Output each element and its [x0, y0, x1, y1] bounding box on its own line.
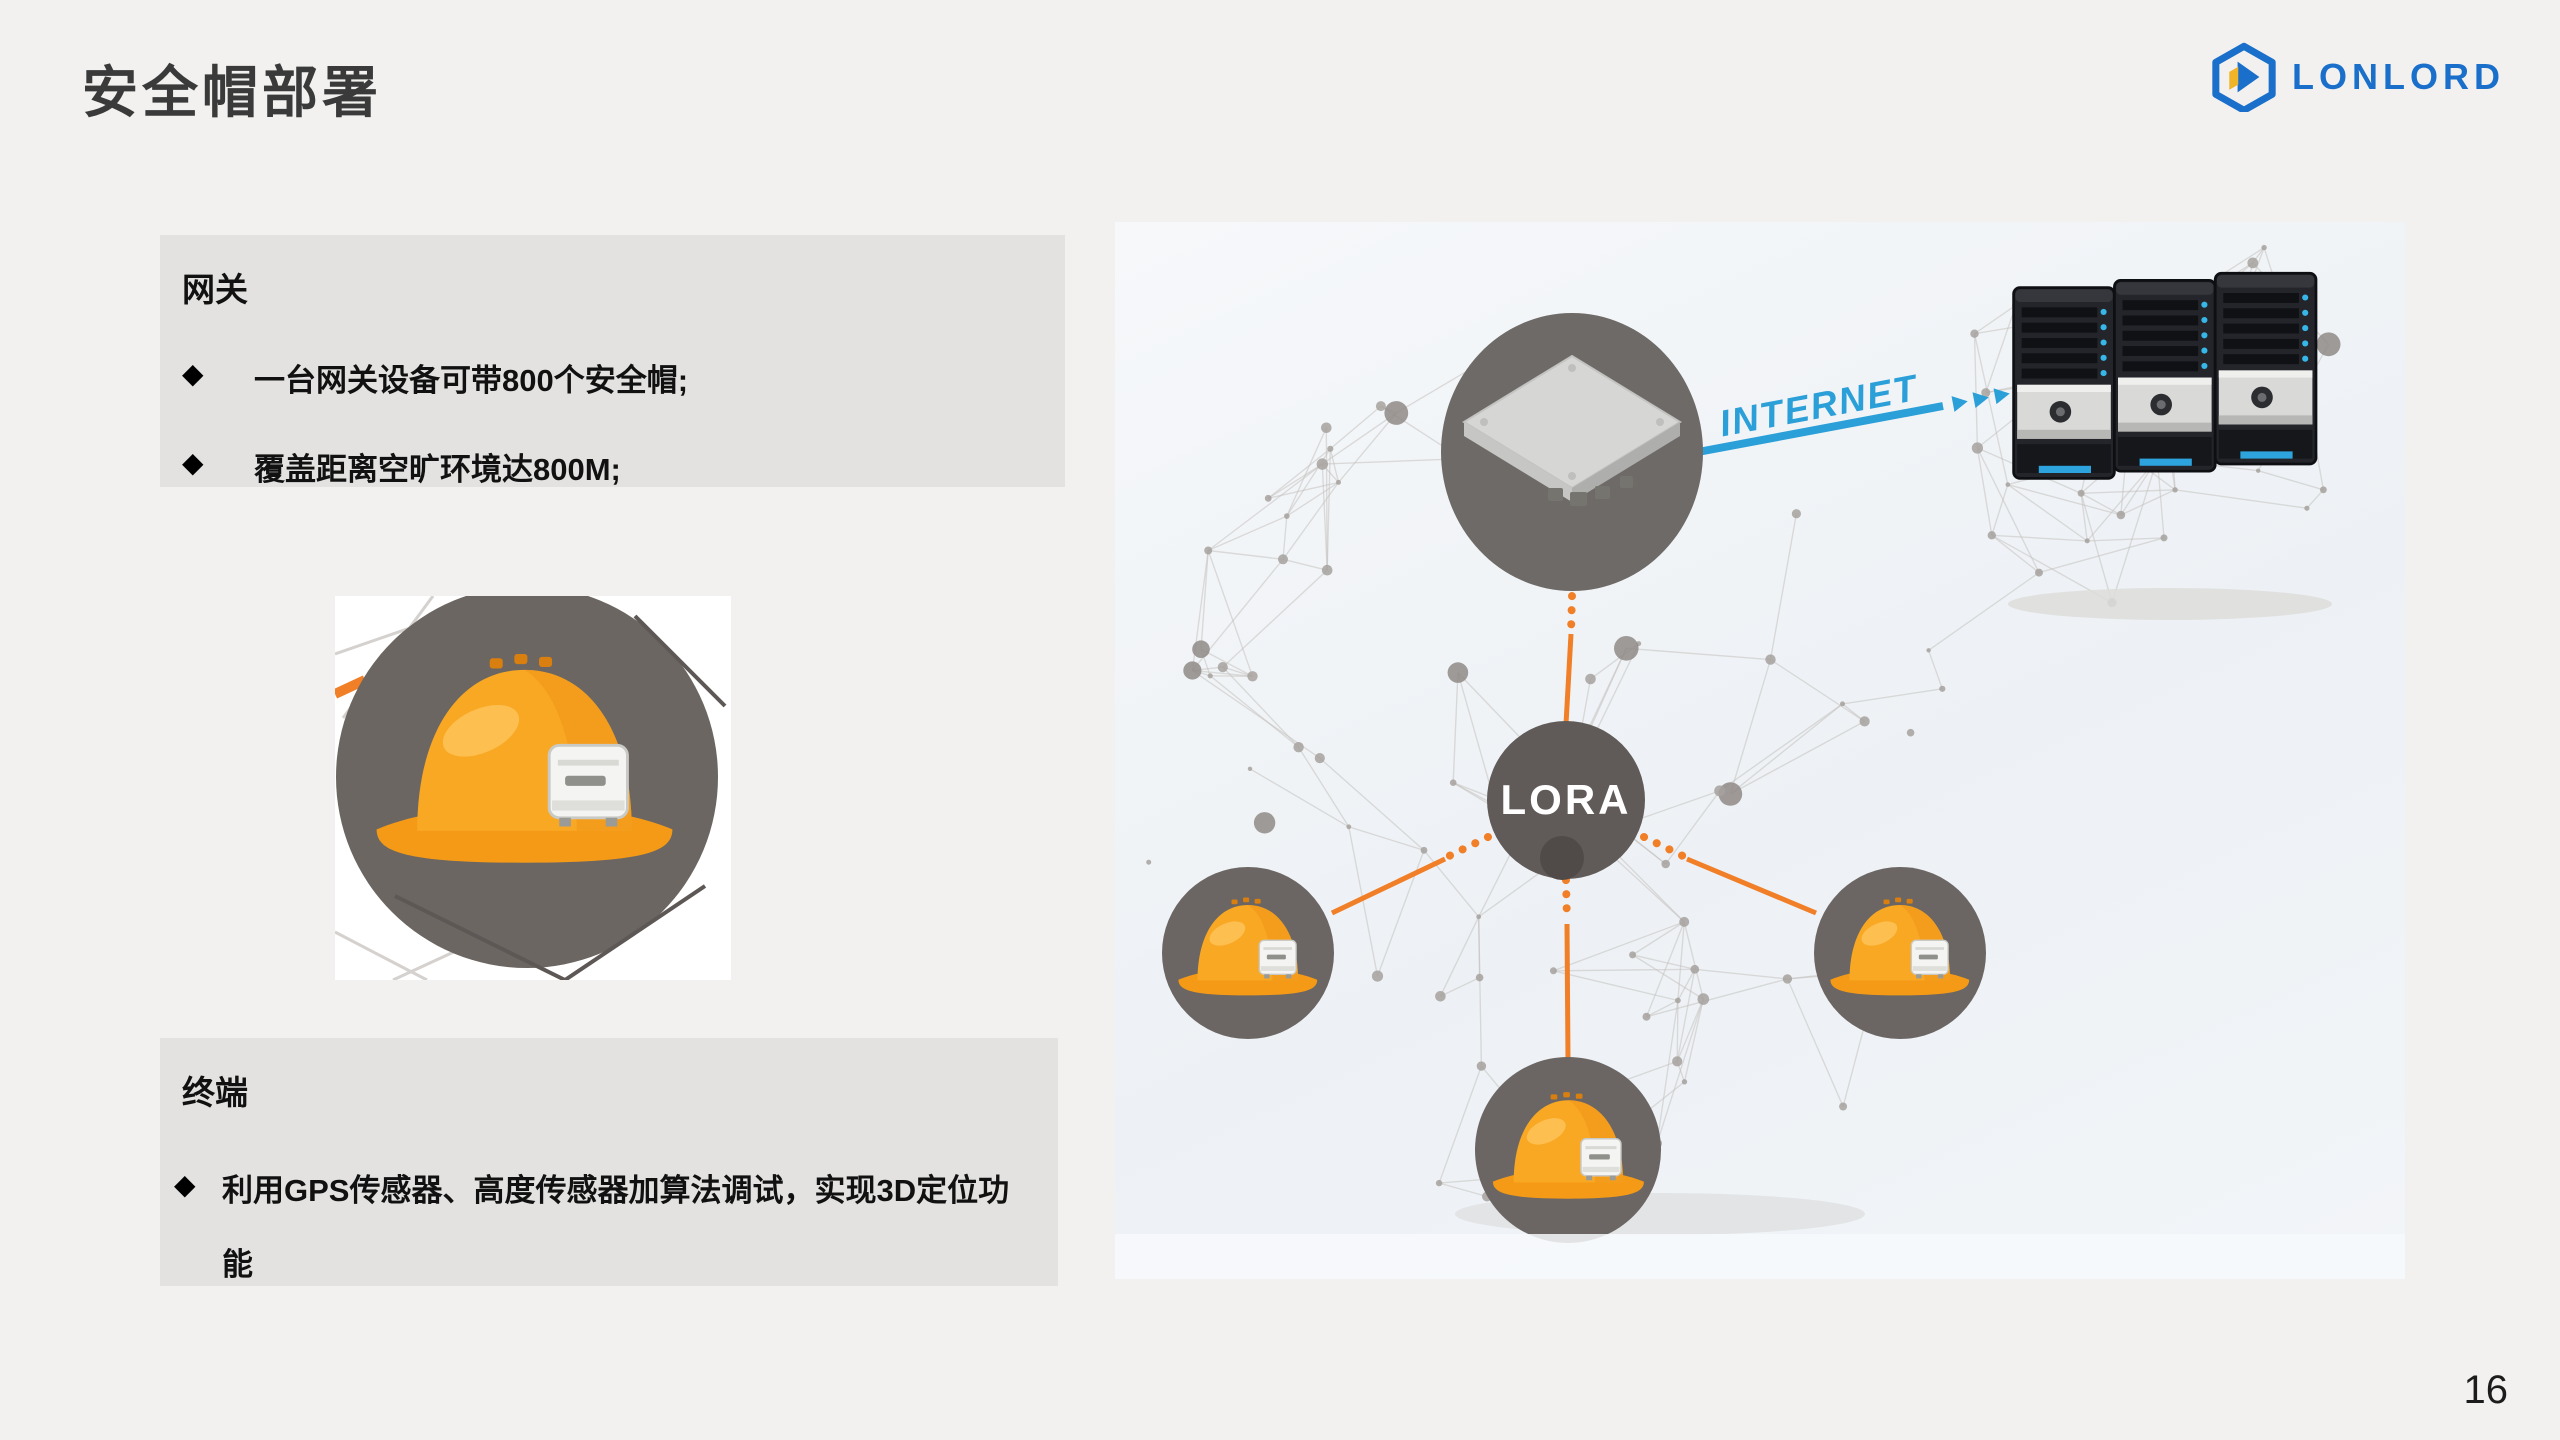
bullet-text: 覆盖距离空旷环境达800M;	[254, 452, 621, 487]
internet-link: INTERNET	[1697, 367, 2031, 456]
helmet-node-bottom	[1475, 1057, 1661, 1243]
terminal-heading: 终端	[182, 1074, 248, 1111]
brand-name: LONLORD	[2292, 56, 2505, 97]
diamond-bullet-icon: ◆	[182, 358, 204, 389]
brand-logo: LONLORD	[2212, 42, 2505, 112]
list-item: ◆ 覆盖距离空旷环境达800M;	[172, 444, 1039, 489]
helmet-node-left	[1162, 867, 1334, 1039]
bullet-text: 利用GPS传感器、高度传感器加算法调试，实现3D定位功能	[222, 1173, 1010, 1282]
page-number: 16	[2463, 1368, 2509, 1412]
server-shadow	[2008, 588, 2332, 620]
orange-line	[335, 675, 368, 699]
lora-label: LORA	[1501, 776, 1632, 823]
list-item: ◆ 利用GPS传感器、高度传感器加算法调试，实现3D定位功能	[172, 1154, 1032, 1302]
diamond-bullet-icon: ◆	[174, 1169, 196, 1200]
terminal-info-box: 终端 ◆ 利用GPS传感器、高度传感器加算法调试，实现3D定位功能	[160, 1038, 1058, 1286]
helmet-node-right	[1814, 867, 1986, 1039]
gateway-info-box: 网关 ◆ 一台网关设备可带800个安全帽; ◆ 覆盖距离空旷环境达800M;	[160, 235, 1065, 487]
hexagon-logo-icon	[2212, 42, 2276, 112]
helmet-closeup-graphic	[335, 596, 731, 980]
lora-network-diagram: INTERNET	[1115, 222, 2405, 1279]
gateway-device-icon	[1462, 354, 1682, 506]
slide-title: 安全帽部署	[82, 61, 382, 124]
lora-links	[1330, 592, 1817, 1061]
dark-mesh-lines	[394, 614, 727, 980]
diamond-bullet-icon: ◆	[182, 447, 204, 478]
helmet-closeup-photo	[335, 596, 731, 980]
list-item: ◆ 一台网关设备可带800个安全帽;	[172, 355, 1039, 400]
gateway-heading: 网关	[182, 271, 248, 308]
network-diagram-graphic: INTERNET	[1115, 244, 2405, 1279]
gateway-node	[1441, 313, 1703, 591]
server-cluster	[2012, 271, 2318, 480]
bullet-text: 一台网关设备可带800个安全帽;	[254, 363, 689, 398]
bottom-fade	[1115, 1234, 2405, 1279]
lora-hub-node: LORA	[1487, 721, 1645, 880]
